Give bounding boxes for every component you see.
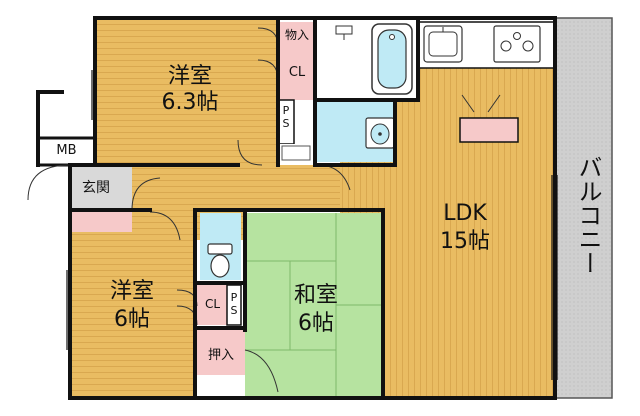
room-size: 15帖: [440, 229, 490, 254]
toilet-icon: [207, 243, 233, 278]
label-closet-top: CL: [288, 65, 306, 80]
japanese-room-tatami: [245, 213, 383, 398]
washbasin-icon: [365, 117, 395, 149]
entrance-step: [70, 210, 132, 232]
label-closet-left: CL: [204, 297, 221, 311]
label-entrance: 玄関: [82, 180, 110, 196]
washing-machine-pan-icon: [281, 145, 311, 161]
label-pipe-space-top: PS: [282, 104, 290, 130]
room-label-japanese: 和室 6帖: [276, 282, 356, 338]
storage-top: [278, 22, 315, 46]
room-label-western-top: 洋室 6.3帖: [150, 64, 230, 116]
balcony-area: [554, 17, 613, 399]
stove-icon: [493, 25, 541, 63]
walls: [36, 16, 557, 400]
bathtub-icon: [371, 23, 413, 95]
kitchen-counter-lower: [459, 117, 519, 143]
room-name: 洋室: [109, 279, 154, 304]
room-name: 洋室: [167, 64, 212, 89]
label-balcony: バルコニー: [574, 155, 602, 275]
room-name: 和室: [293, 283, 338, 308]
storage-bottom: [197, 330, 245, 375]
closet-left: [197, 285, 227, 325]
room-label-western-left: 洋室 6帖: [92, 278, 172, 334]
closet-top: [278, 46, 315, 100]
western-room-top-floor: [95, 18, 278, 165]
room-name: LDK: [443, 201, 487, 226]
label-meter-box: MB: [56, 143, 77, 158]
sink-icon: [423, 25, 463, 63]
label-storage-bottom: 押入: [207, 348, 234, 363]
entrance-floor: [70, 165, 132, 210]
room-size: 6帖: [298, 311, 334, 336]
windows: [66, 70, 558, 380]
label-pipe-space-left: PS: [230, 291, 238, 317]
room-size: 6帖: [114, 307, 150, 332]
shower-icon: [335, 25, 353, 40]
label-storage-top: 物入: [284, 28, 309, 42]
room-label-ldk: LDK 15帖: [420, 200, 510, 256]
western-room-left-floor: [70, 210, 195, 398]
room-size: 6.3帖: [161, 90, 219, 115]
